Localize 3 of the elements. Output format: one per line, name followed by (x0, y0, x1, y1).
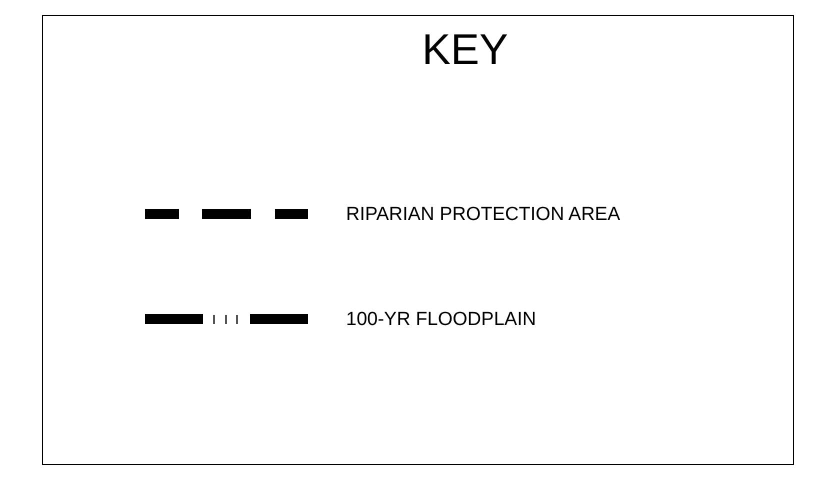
legend-text: 100-YR FLOODPLAIN (346, 310, 536, 329)
legend-text: RIPARIAN PROTECTION AREA (346, 205, 620, 224)
title: KEY (420, 29, 510, 72)
